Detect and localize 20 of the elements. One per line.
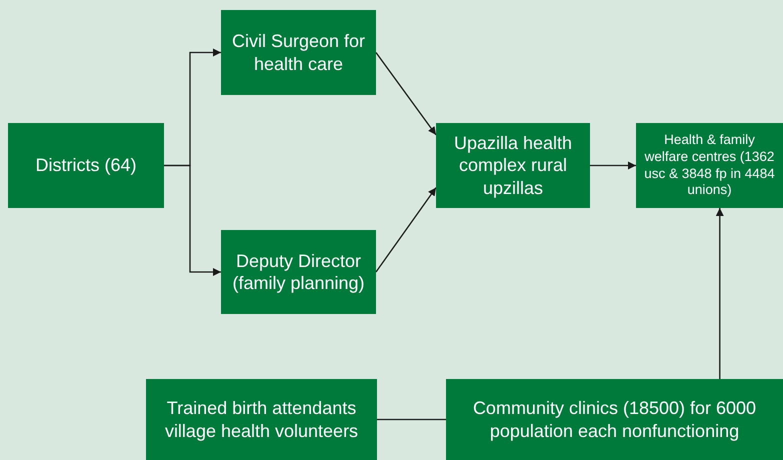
- arrow: [375, 52, 437, 136]
- arrow: [716, 208, 724, 379]
- box-label: Community clinics (18500) for 6000 population each nonfunctioning: [472, 397, 758, 442]
- arrow: [375, 187, 437, 272]
- box-label: Trained birth attendants village health volunteers: [164, 397, 360, 442]
- process-box: [436, 123, 590, 208]
- box-label: Civil Surgeon for health care: [230, 30, 366, 75]
- process-box: [221, 10, 376, 95]
- box-label: Deputy Director (family planning): [231, 250, 366, 294]
- process-box: [446, 379, 783, 460]
- process-box: [221, 230, 376, 314]
- box-label: Districts (64): [35, 154, 136, 177]
- arrow: [590, 162, 636, 170]
- process-box: [8, 123, 164, 208]
- box-label: Health & family welfare centres (1362 usc & 3848 fp in 4484 unions): [643, 132, 776, 200]
- connector-line: [377, 418, 446, 420]
- process-box: [146, 379, 377, 460]
- arrow: [164, 164, 221, 276]
- process-box: [636, 123, 783, 208]
- box-label: Upazilla health complex rural upzillas: [452, 132, 574, 200]
